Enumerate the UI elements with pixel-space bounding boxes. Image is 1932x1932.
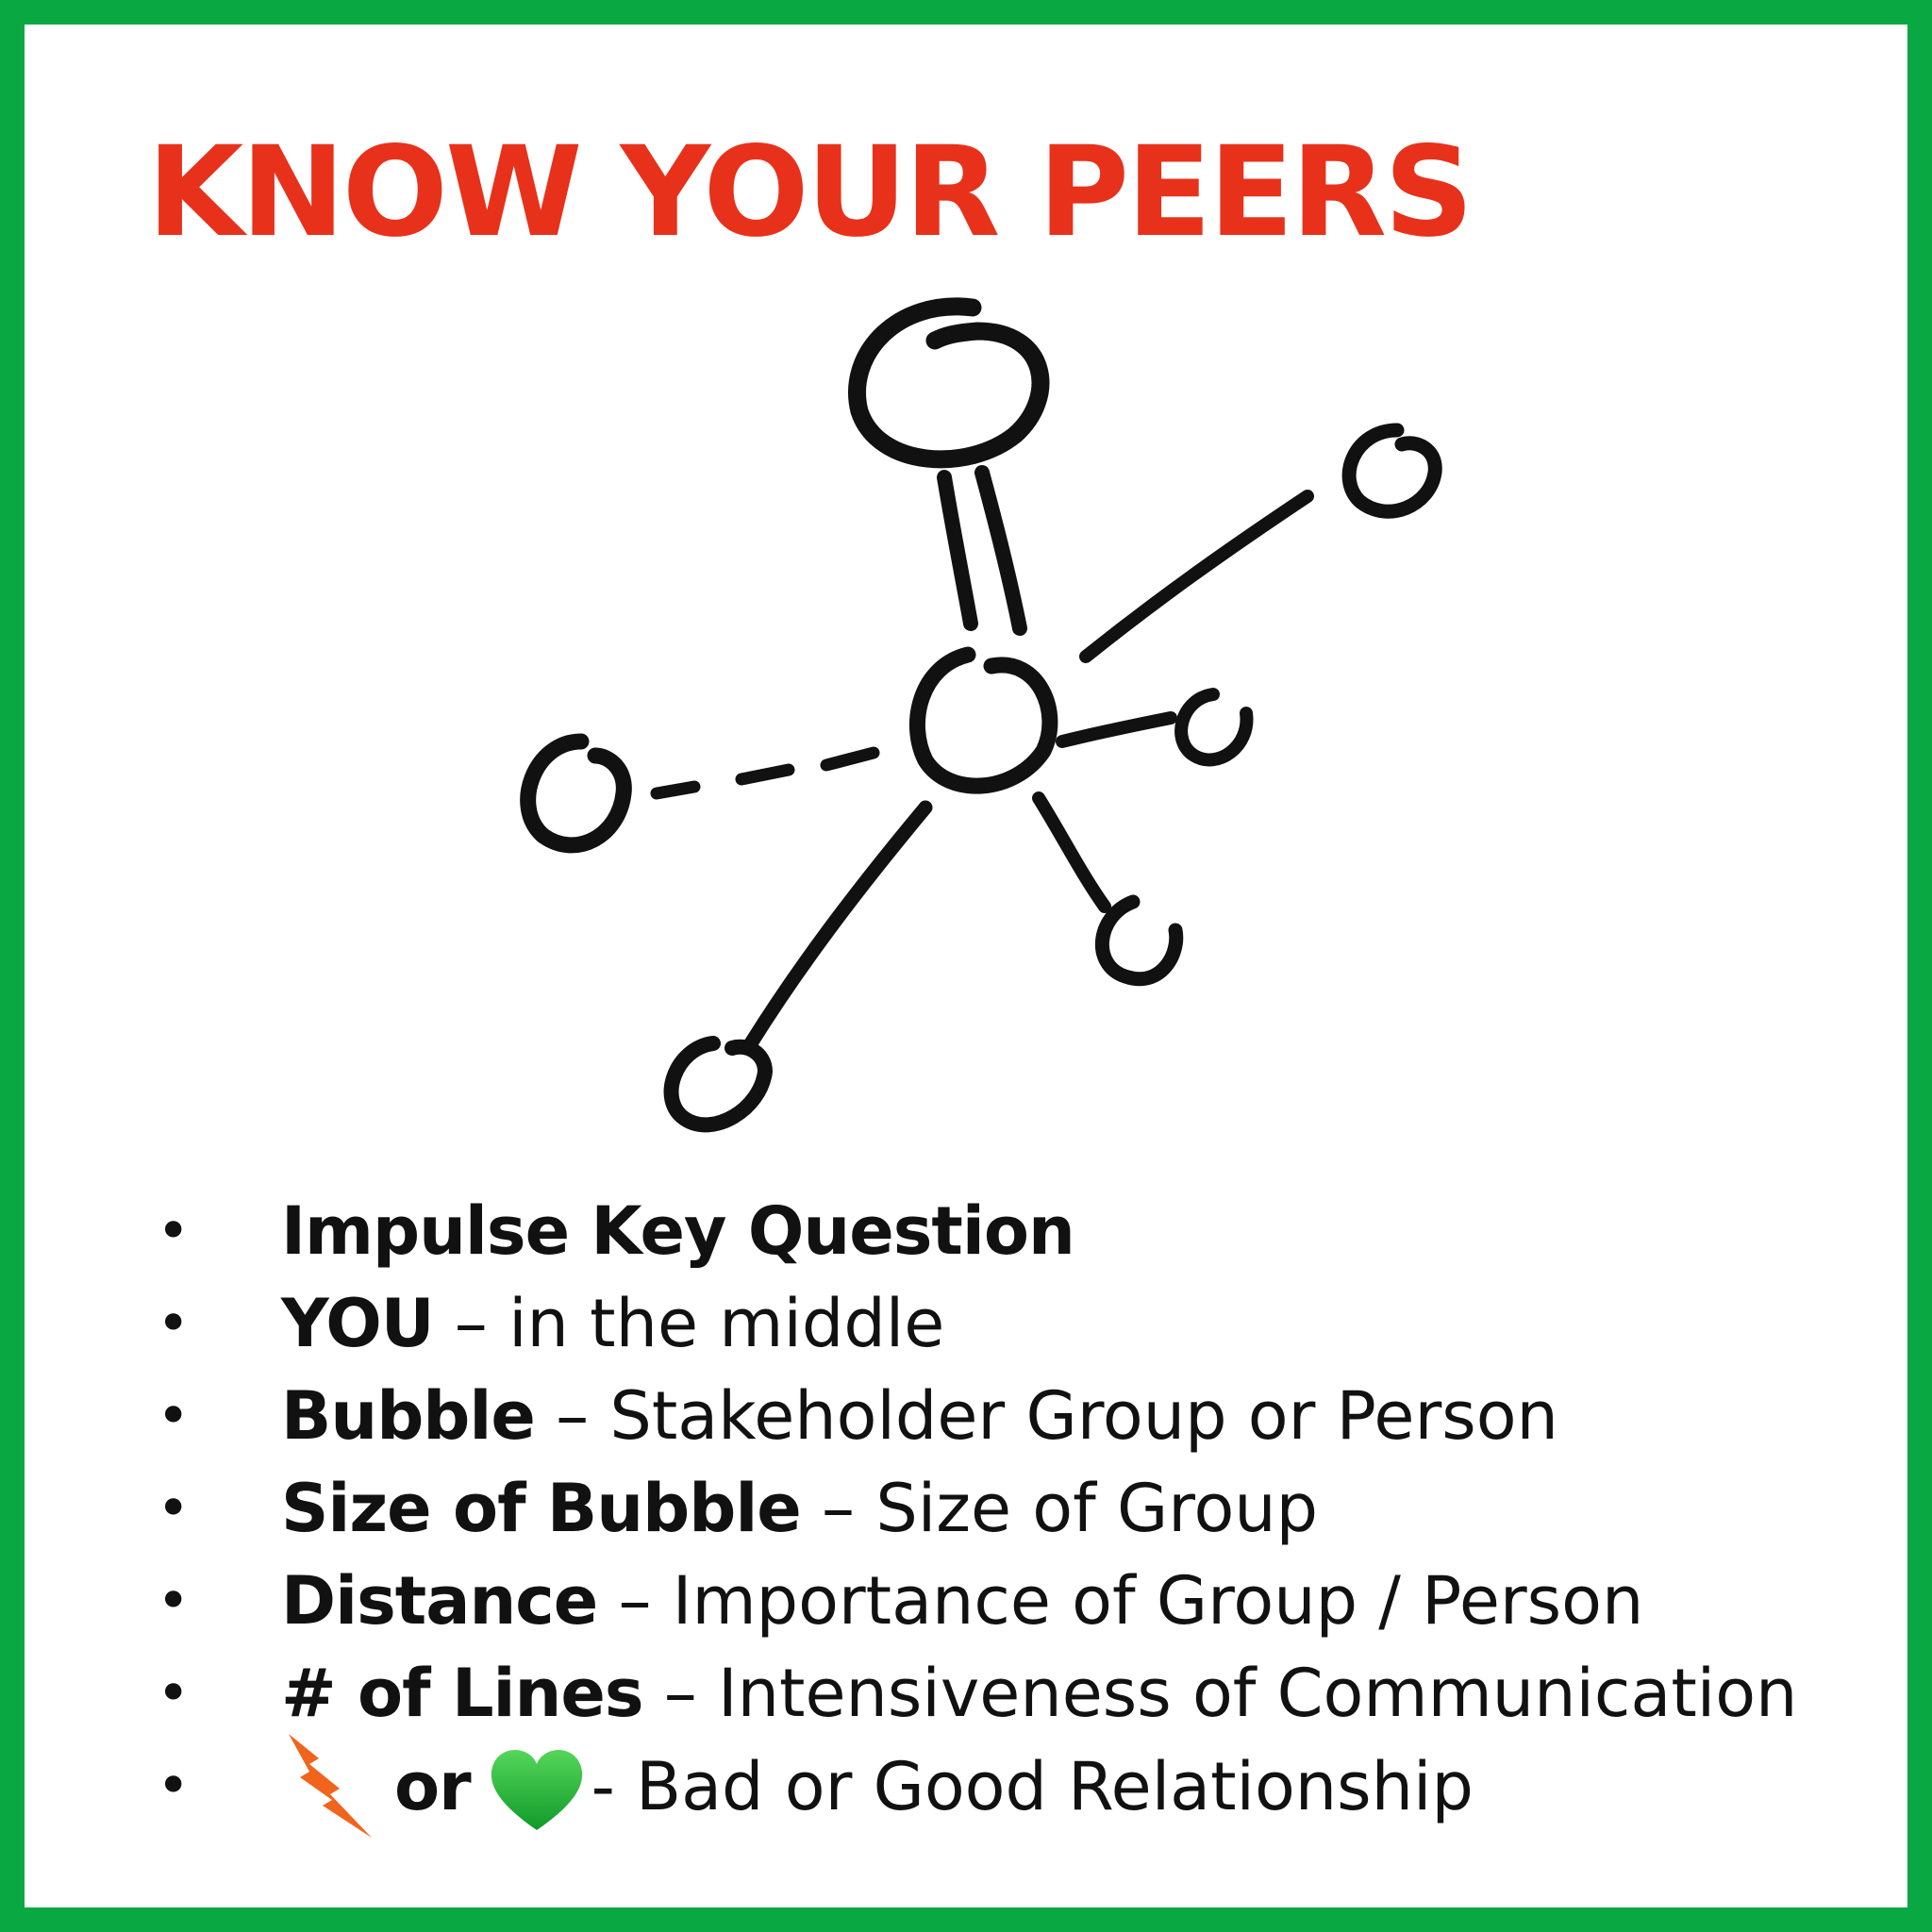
legend-term: Size of Bubble [281,1470,802,1547]
top-connection-line-1 [937,470,978,631]
lower-left-bubble [663,1036,773,1133]
heart-icon [491,1749,582,1830]
bullet: • [157,1660,191,1726]
bullet: • [157,1198,191,1264]
legend-term: YOU [281,1285,435,1362]
legend-description: Intensiveness of Communication [718,1655,1798,1732]
upper-right-bubble [1341,423,1442,519]
legend-description: Size of Group [875,1470,1319,1547]
top-connection-line-2 [974,465,1027,636]
legend-term: Distance [281,1562,598,1640]
bullet: • [157,1475,191,1541]
lower-right-bubble [1095,894,1184,987]
legend-term: # of Lines [281,1655,644,1732]
legend-description: Stakeholder Group or Person [609,1377,1558,1455]
bullet: • [157,1568,191,1634]
legend-description: in the middle [508,1285,945,1362]
legend-description: Importance of Group / Person [672,1562,1644,1640]
left-dash-2 [735,763,795,786]
peer-network-diagram [520,297,1442,1133]
left-dash-1 [650,780,701,800]
lightning-bolt-icon [289,1734,372,1838]
lower-left-connection-line [743,800,933,1051]
center-you-bubble [908,646,1058,794]
left-bubble [520,733,632,854]
right-connection-line [1056,711,1177,748]
bullet: • [157,1753,191,1819]
left-dash-3 [820,746,880,772]
page-title: KNOW YOUR PEERS [147,120,1474,265]
lower-right-connection-line [1032,791,1111,913]
upper-right-connection-line [1079,490,1314,663]
bullet: • [157,1383,191,1449]
bullet: • [157,1291,191,1357]
top-bubble [848,297,1050,469]
legend-term: Impulse Key Question [281,1192,1075,1270]
relationship-description: - Bad or Good Relationship [591,1748,1474,1826]
or-label: or [394,1748,472,1826]
legend-term: Bubble [281,1377,536,1455]
right-bubble [1174,688,1254,767]
